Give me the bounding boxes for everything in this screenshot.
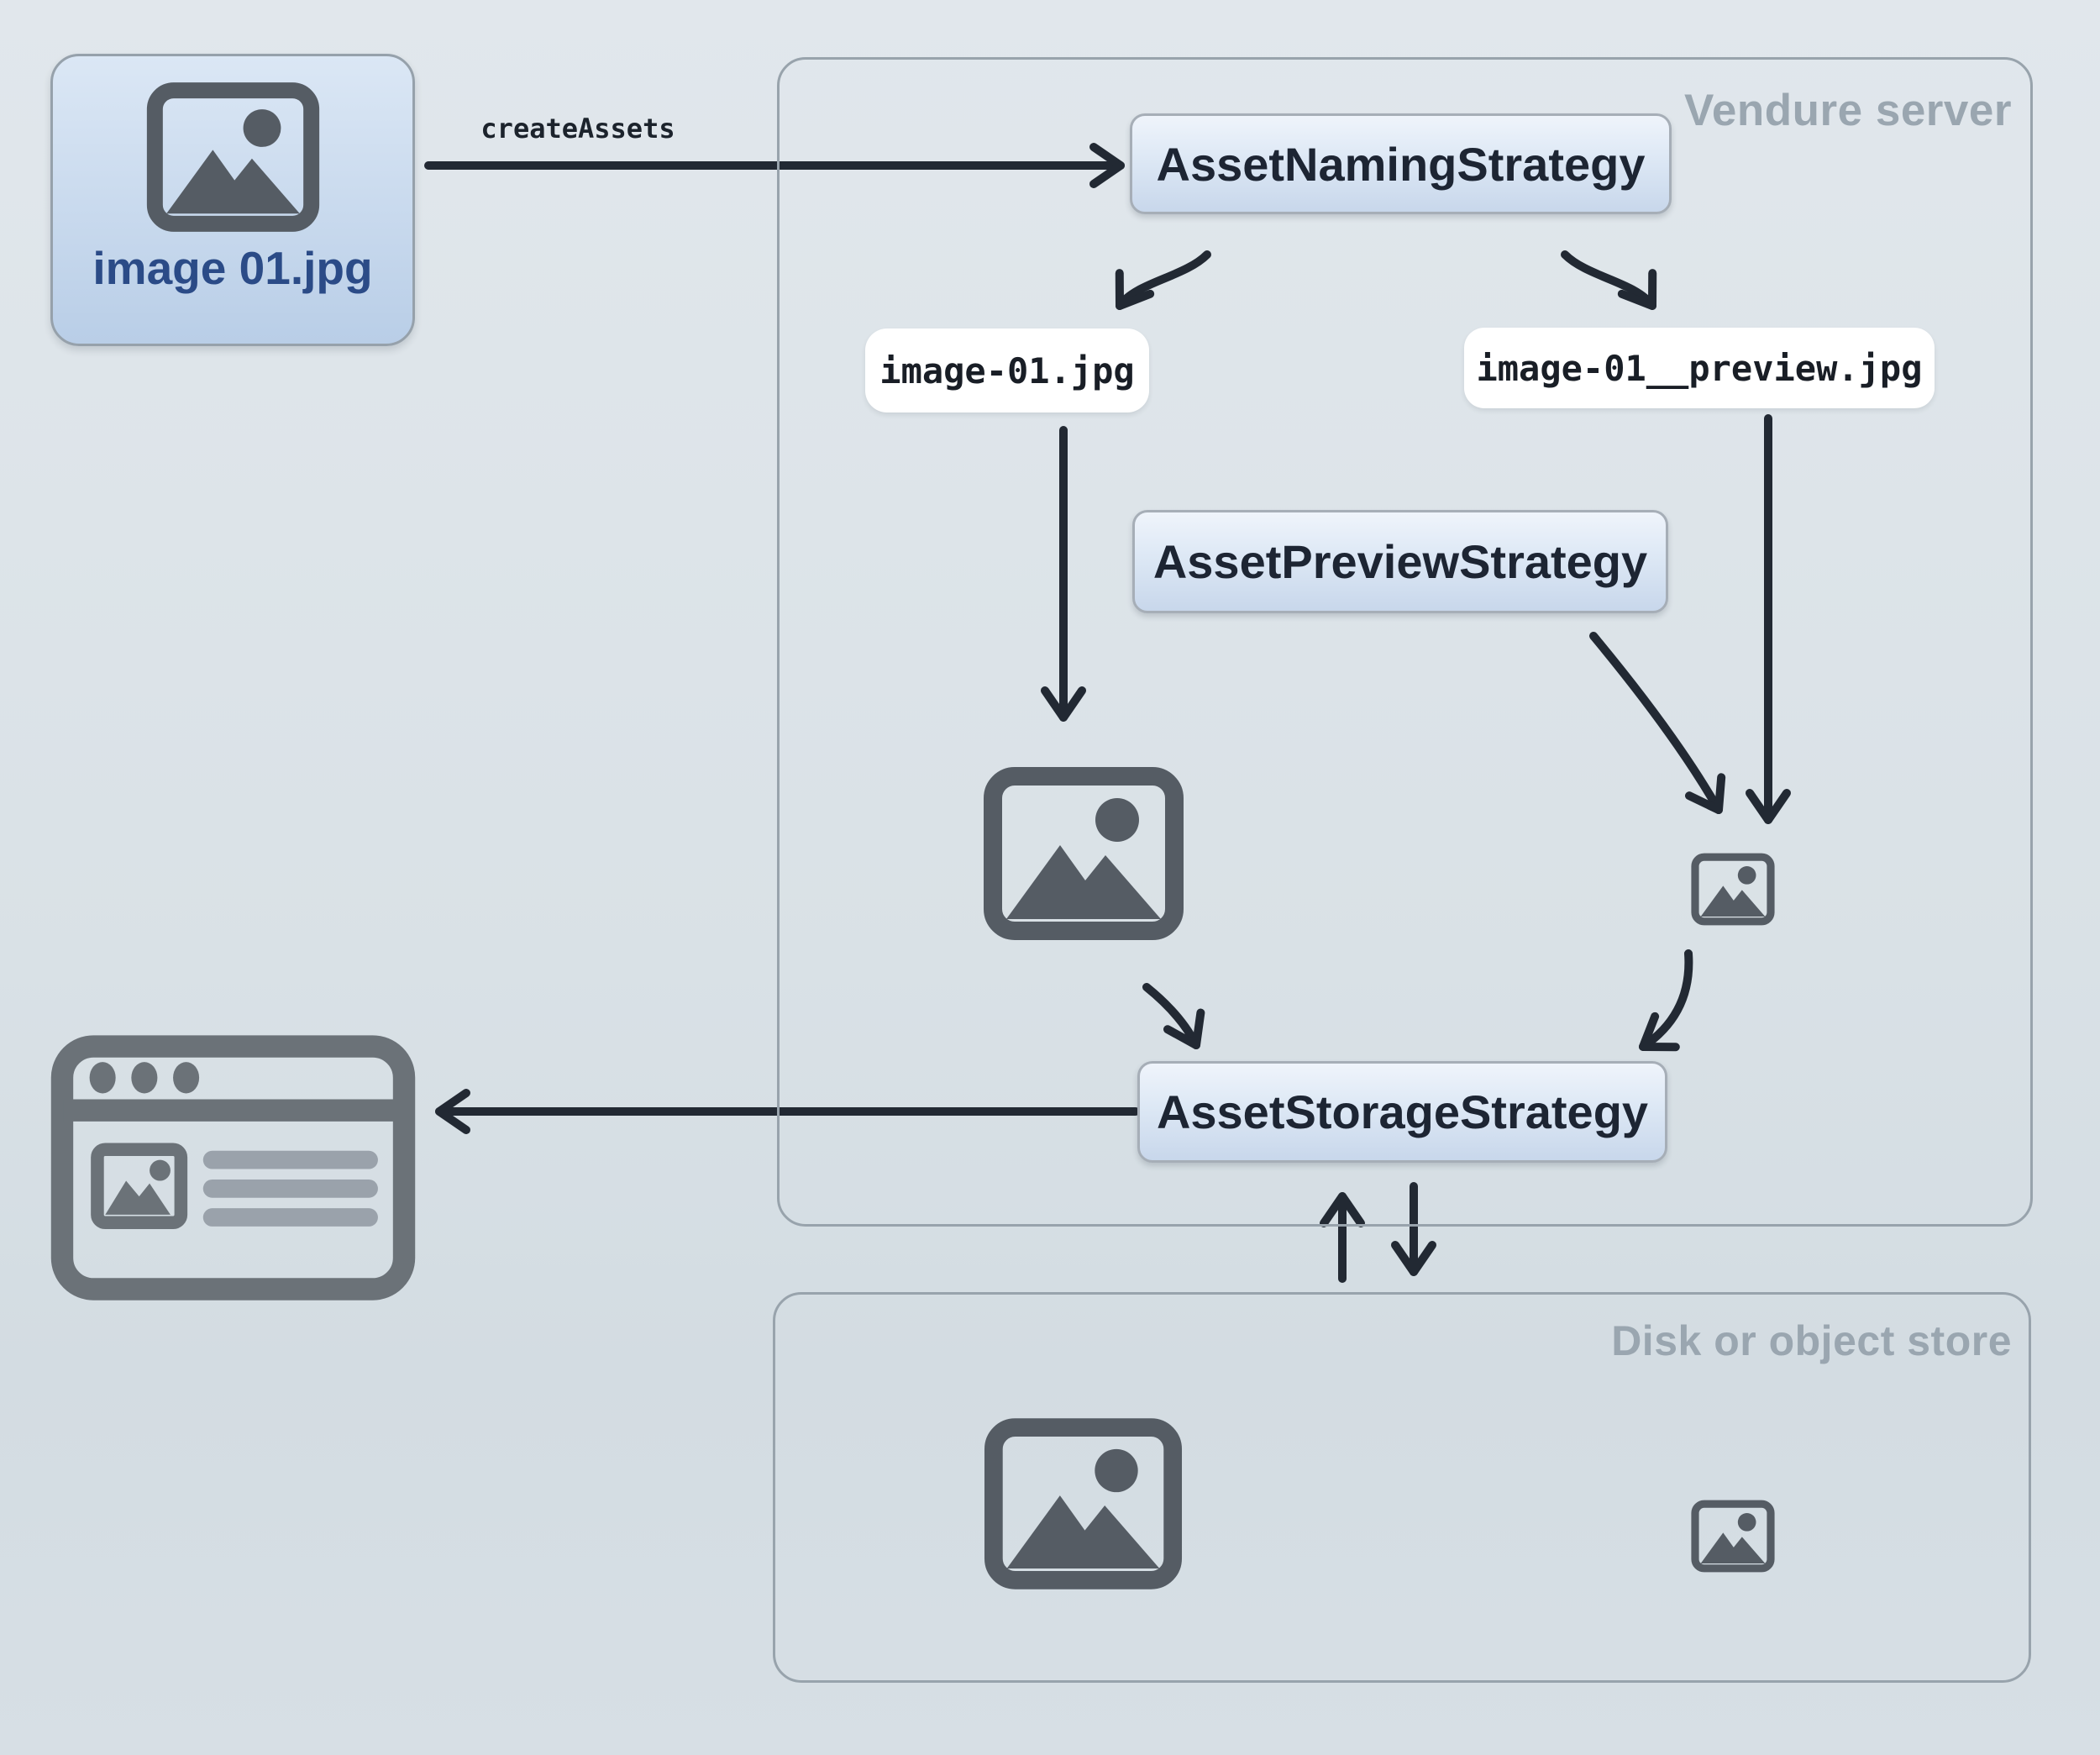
- disk-preview-icon: [1691, 1500, 1775, 1573]
- image-icon: [146, 81, 320, 233]
- disk-store-title: Disk or object store: [1611, 1317, 2012, 1364]
- asset-naming-strategy-box: AssetNamingStrategy: [1130, 113, 1672, 214]
- stored-image-icon: [983, 766, 1184, 941]
- stored-preview-icon: [1691, 853, 1775, 926]
- disk-image-icon: [984, 1417, 1183, 1590]
- disk-store-container: Disk or object store: [773, 1292, 2031, 1683]
- asset-preview-strategy-box: AssetPreviewStrategy: [1132, 510, 1668, 613]
- preview-filename-chip: image-01__preview.jpg: [1464, 328, 1935, 408]
- browser-window-icon: [50, 1034, 416, 1301]
- source-file-label: image 01.jpg: [92, 242, 373, 294]
- source-filename-chip: image-01.jpg: [865, 328, 1149, 412]
- vendure-server-container: Vendure server: [777, 57, 2033, 1227]
- source-file-card: image 01.jpg: [50, 54, 415, 346]
- create-assets-label: createAssets: [480, 113, 675, 144]
- vendure-server-title: Vendure server: [1683, 86, 2012, 135]
- asset-storage-strategy-box: AssetStorageStrategy: [1137, 1061, 1667, 1163]
